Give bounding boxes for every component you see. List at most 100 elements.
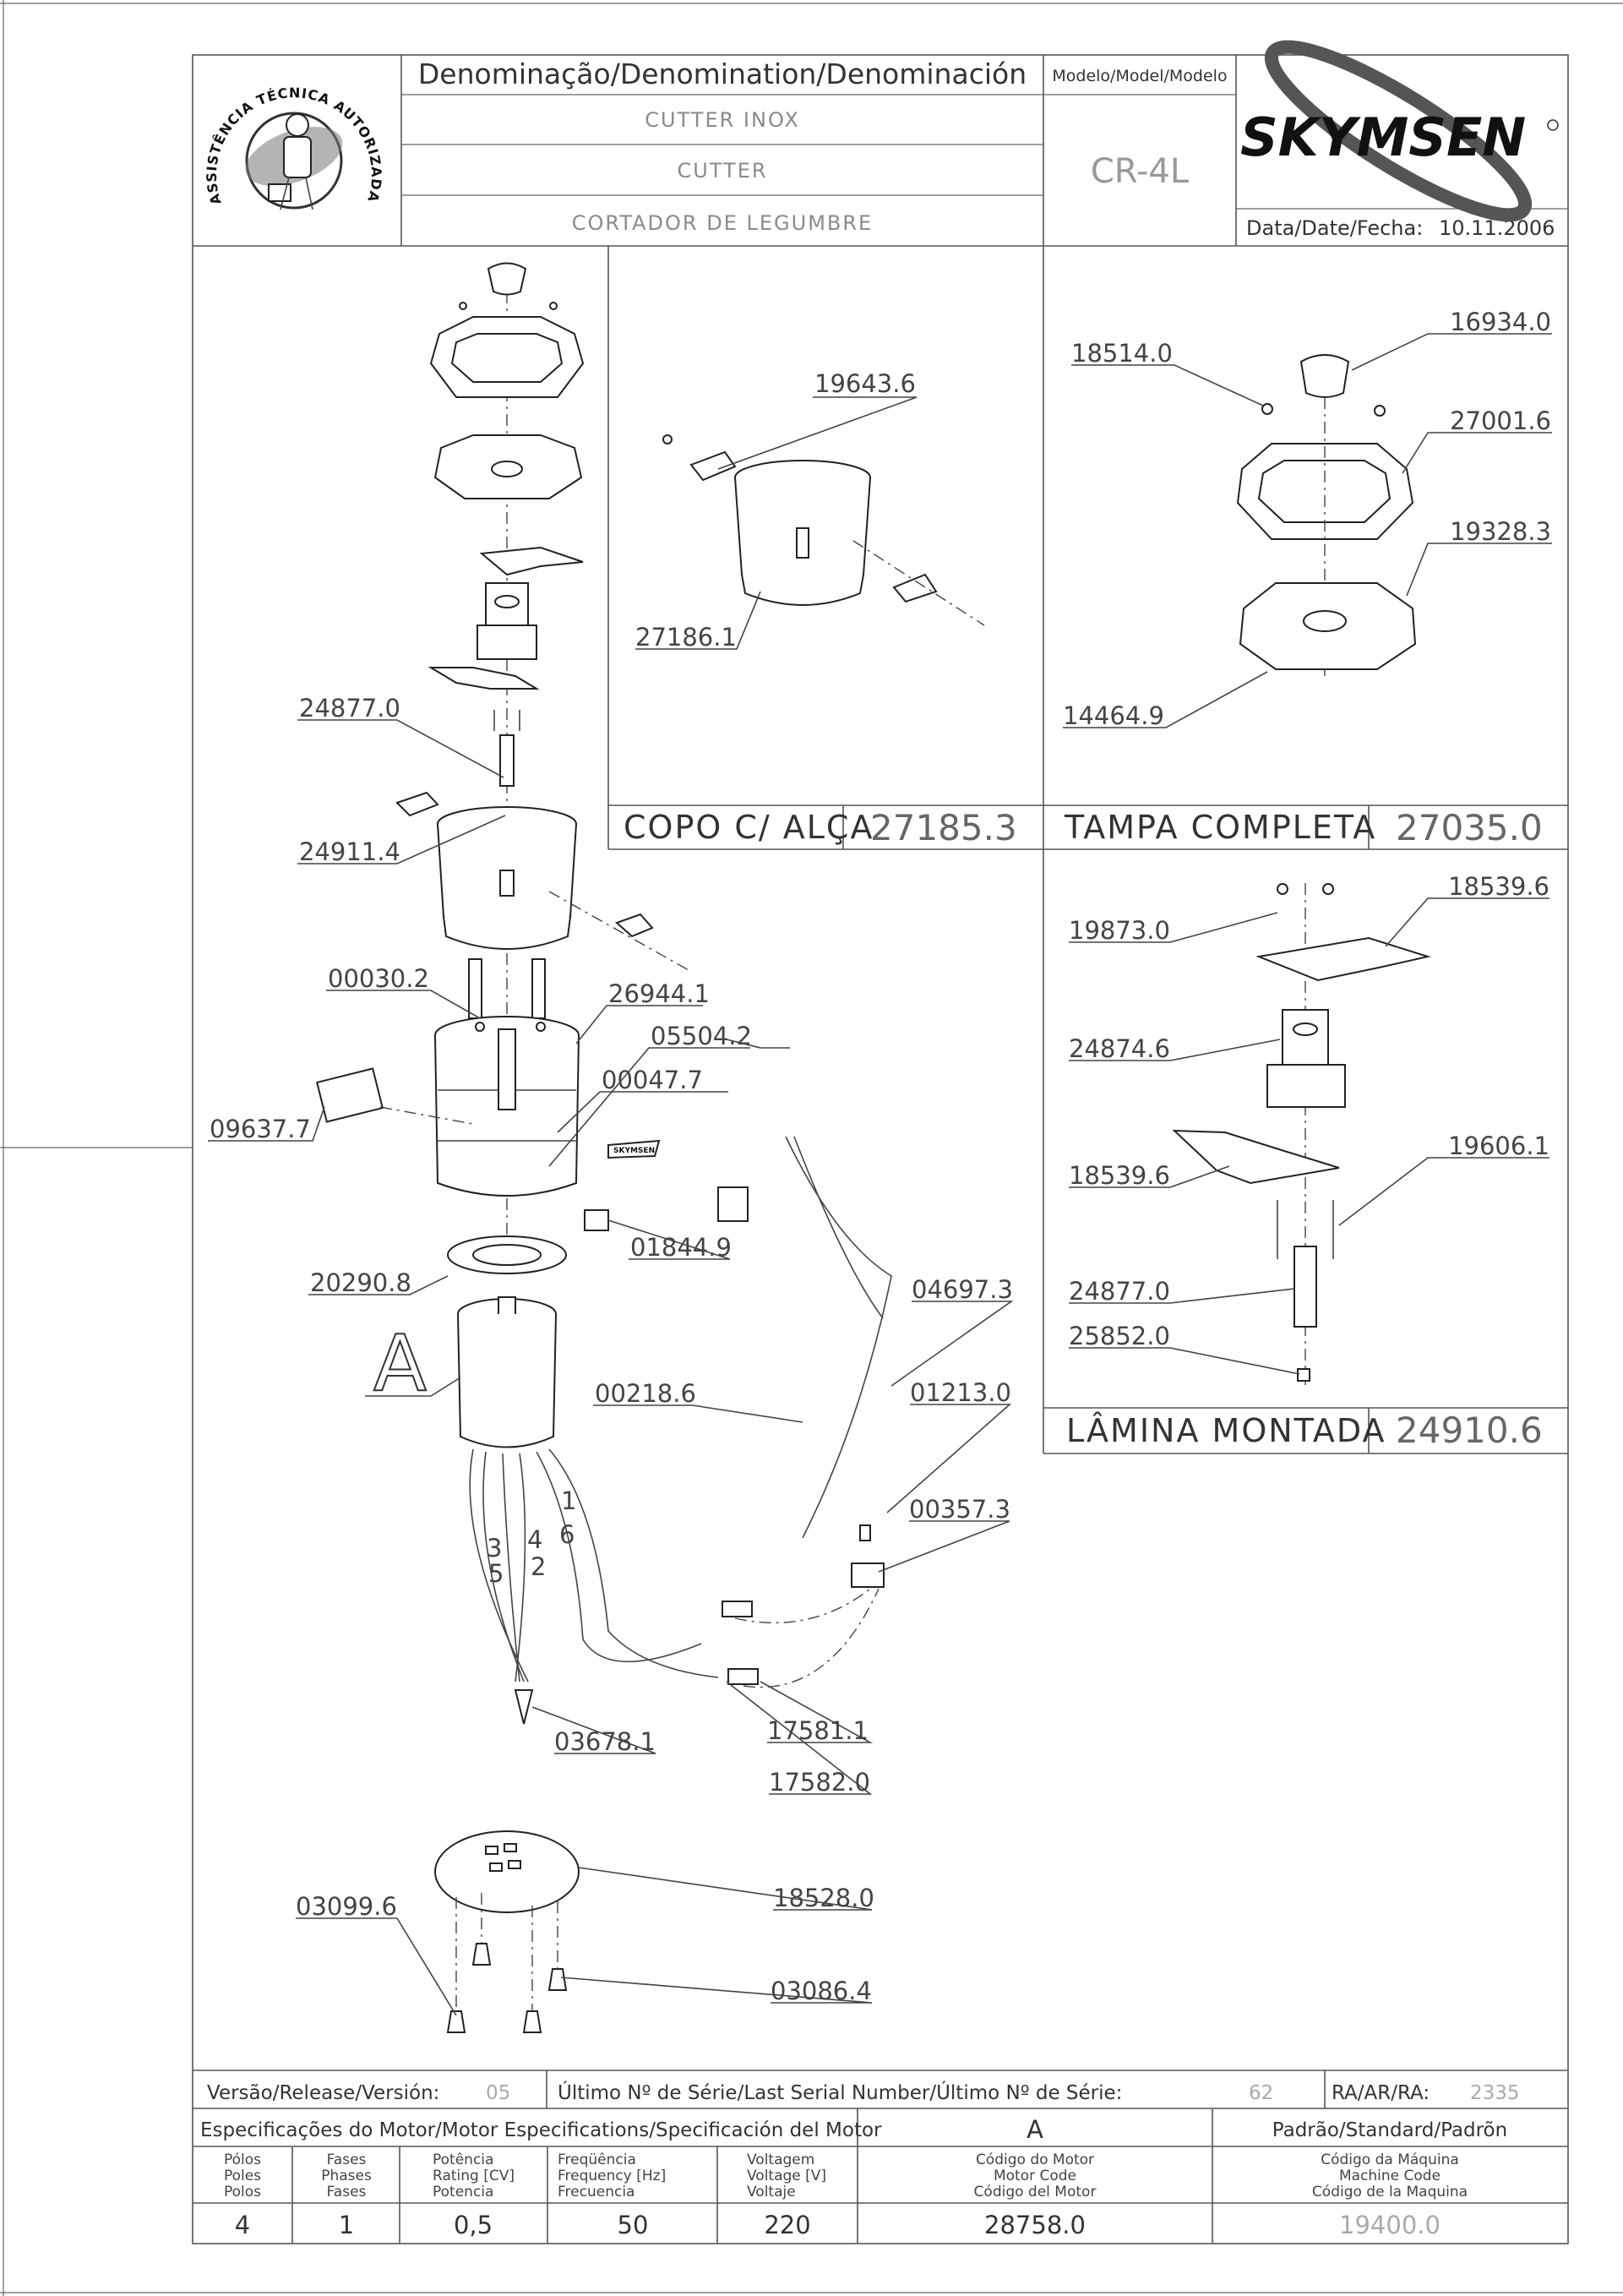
name-pt: CUTTER INOX [645, 108, 800, 132]
part-label: 20290.8 [310, 1268, 411, 1297]
skymsen-logo: SKYMSEN [1240, 40, 1559, 222]
authorized-service-seal: ASSISTÊNCIA TÉCNICA AUTORIZADA [204, 85, 384, 210]
tampa-assembly: 18514.0 16934.0 27001.6 19328.3 14464.9 [1063, 308, 1552, 730]
wire-number: 1 [561, 1486, 576, 1515]
part-label: 01844.9 [630, 1233, 732, 1262]
part-label: 05504.2 [651, 1022, 752, 1050]
lamina-title: LÂMINA MONTADA [1066, 1412, 1386, 1449]
part-label: 01213.0 [910, 1378, 1011, 1407]
part-label: 24911.4 [299, 837, 400, 866]
tampa-title: TAMPA COMPLETA [1064, 809, 1376, 846]
serial-value: 62 [1249, 2082, 1273, 2104]
denomination-label: Denominação/Denomination/Denominación [418, 57, 1027, 90]
column-header: Polos [224, 2184, 261, 2201]
part-label: 19328.3 [1450, 517, 1551, 546]
part-label: 18539.6 [1069, 1161, 1170, 1190]
column-header: Phases [321, 2168, 372, 2184]
spec-value: 220 [764, 2211, 810, 2239]
column-header: Voltagem [747, 2151, 814, 2168]
specification-table: Versão/Release/Versión: 05 Último Nº de … [193, 2070, 1568, 2244]
part-label: 25852.0 [1069, 1322, 1170, 1350]
column-header: Código de la Maquina [1312, 2184, 1468, 2201]
ra-value: 2335 [1470, 2082, 1520, 2104]
column-header: Machine Code [1339, 2168, 1441, 2184]
part-label: 00218.6 [595, 1379, 696, 1408]
wire-number: 3 [487, 1534, 502, 1562]
part-label: 19873.0 [1069, 916, 1170, 945]
copo-code: 27185.3 [870, 807, 1017, 848]
model-value: CR-4L [1091, 152, 1190, 191]
part-label: 27186.1 [635, 623, 737, 652]
column-header: Frecuencia [558, 2184, 634, 2201]
motor-spec-label: Especificações do Motor/Motor Especifica… [200, 2119, 882, 2141]
spec-value: 0,5 [454, 2211, 493, 2239]
lamina-assembly: 19873.0 18539.6 24874.6 18539.6 19606.1 … [1069, 872, 1549, 1386]
column-header: Potência [433, 2151, 493, 2168]
column-header: Voltage [V] [747, 2168, 826, 2184]
part-label: 16934.0 [1450, 308, 1551, 336]
part-label: 09637.7 [210, 1115, 311, 1143]
column-header: Freqüência [558, 2151, 636, 2168]
part-label: 17582.0 [769, 1768, 870, 1797]
wire-number: 6 [559, 1520, 575, 1549]
part-label: 26944.1 [608, 979, 710, 1008]
part-label: 19606.1 [1448, 1132, 1549, 1160]
spec-value: 28758.0 [984, 2211, 1086, 2239]
brand-name: SKYMSEN [1240, 106, 1526, 168]
title-block: Denominação/Denomination/Denominación CU… [193, 40, 1568, 247]
part-label: 14464.9 [1063, 701, 1164, 730]
motor-detail-letter: A [373, 1318, 427, 1409]
wire-number: 4 [527, 1525, 542, 1554]
column-header: Rating [CV] [433, 2168, 515, 2184]
part-label: 03099.6 [296, 1892, 397, 1921]
part-label: 04697.3 [912, 1275, 1013, 1304]
standard-label: Padrão/Standard/Padrõn [1272, 2119, 1507, 2141]
column-header: Código del Motor [974, 2184, 1097, 2201]
column-header: Fases [327, 2184, 367, 2201]
date-label: Data/Date/Fecha: [1246, 216, 1423, 240]
column-header: Poles [224, 2168, 261, 2184]
part-label: 03678.1 [554, 1727, 656, 1756]
copo-assembly: 19643.6 27186.1 [635, 369, 985, 652]
version-value: 05 [486, 2082, 510, 2104]
part-label: 00030.2 [328, 964, 429, 993]
part-label: 18514.0 [1071, 339, 1173, 368]
part-label: 27001.6 [1450, 406, 1551, 435]
version-label: Versão/Release/Versión: [207, 2082, 439, 2104]
ra-label: RA/AR/RA: [1332, 2082, 1430, 2104]
column-header: Código do Motor [976, 2151, 1094, 2168]
column-header: Frequency [Hz] [558, 2168, 666, 2184]
spec-value: 4 [235, 2211, 250, 2239]
sticker-text: SKYMSEN [613, 1147, 655, 1155]
part-label: 03086.4 [771, 1977, 872, 2005]
part-label: 00047.7 [602, 1066, 703, 1094]
column-header: Fases [327, 2151, 367, 2168]
spec-value: 1 [339, 2211, 354, 2239]
wire-number: 5 [488, 1559, 504, 1588]
motor-letter: A [1027, 2115, 1043, 2144]
name-es: CORTADOR DE LEGUMBRE [572, 211, 873, 235]
part-label: 18528.0 [773, 1884, 874, 1912]
copo-title: COPO C/ ALÇA [624, 809, 874, 846]
part-label: 17581.1 [767, 1716, 869, 1745]
part-label: 24877.0 [1069, 1277, 1170, 1306]
column-header: Potencia [433, 2184, 493, 2201]
wire-number: 2 [531, 1552, 546, 1581]
spec-value: 50 [618, 2211, 649, 2239]
part-label: 24877.0 [299, 694, 400, 723]
spec-value: 19400.0 [1339, 2211, 1441, 2239]
part-label: 18539.6 [1448, 872, 1549, 901]
name-en: CUTTER [677, 159, 767, 183]
main-exploded-view: 24877.0 24911.4 00030.2 26944.1 05504.2 … [208, 262, 1014, 2033]
column-header: Motor Code [994, 2168, 1076, 2184]
part-label: 24874.6 [1069, 1034, 1170, 1063]
column-header: Código da Máquina [1321, 2151, 1459, 2168]
column-header: Voltaje [747, 2184, 796, 2201]
part-label: 19643.6 [814, 369, 916, 398]
serial-label: Último Nº de Série/Last Serial Number/Úl… [558, 2081, 1122, 2104]
tampa-code: 27035.0 [1396, 807, 1543, 848]
model-label: Modelo/Model/Modelo [1052, 67, 1227, 85]
column-header: Pólos [224, 2151, 261, 2168]
part-label: 00357.3 [909, 1495, 1010, 1524]
